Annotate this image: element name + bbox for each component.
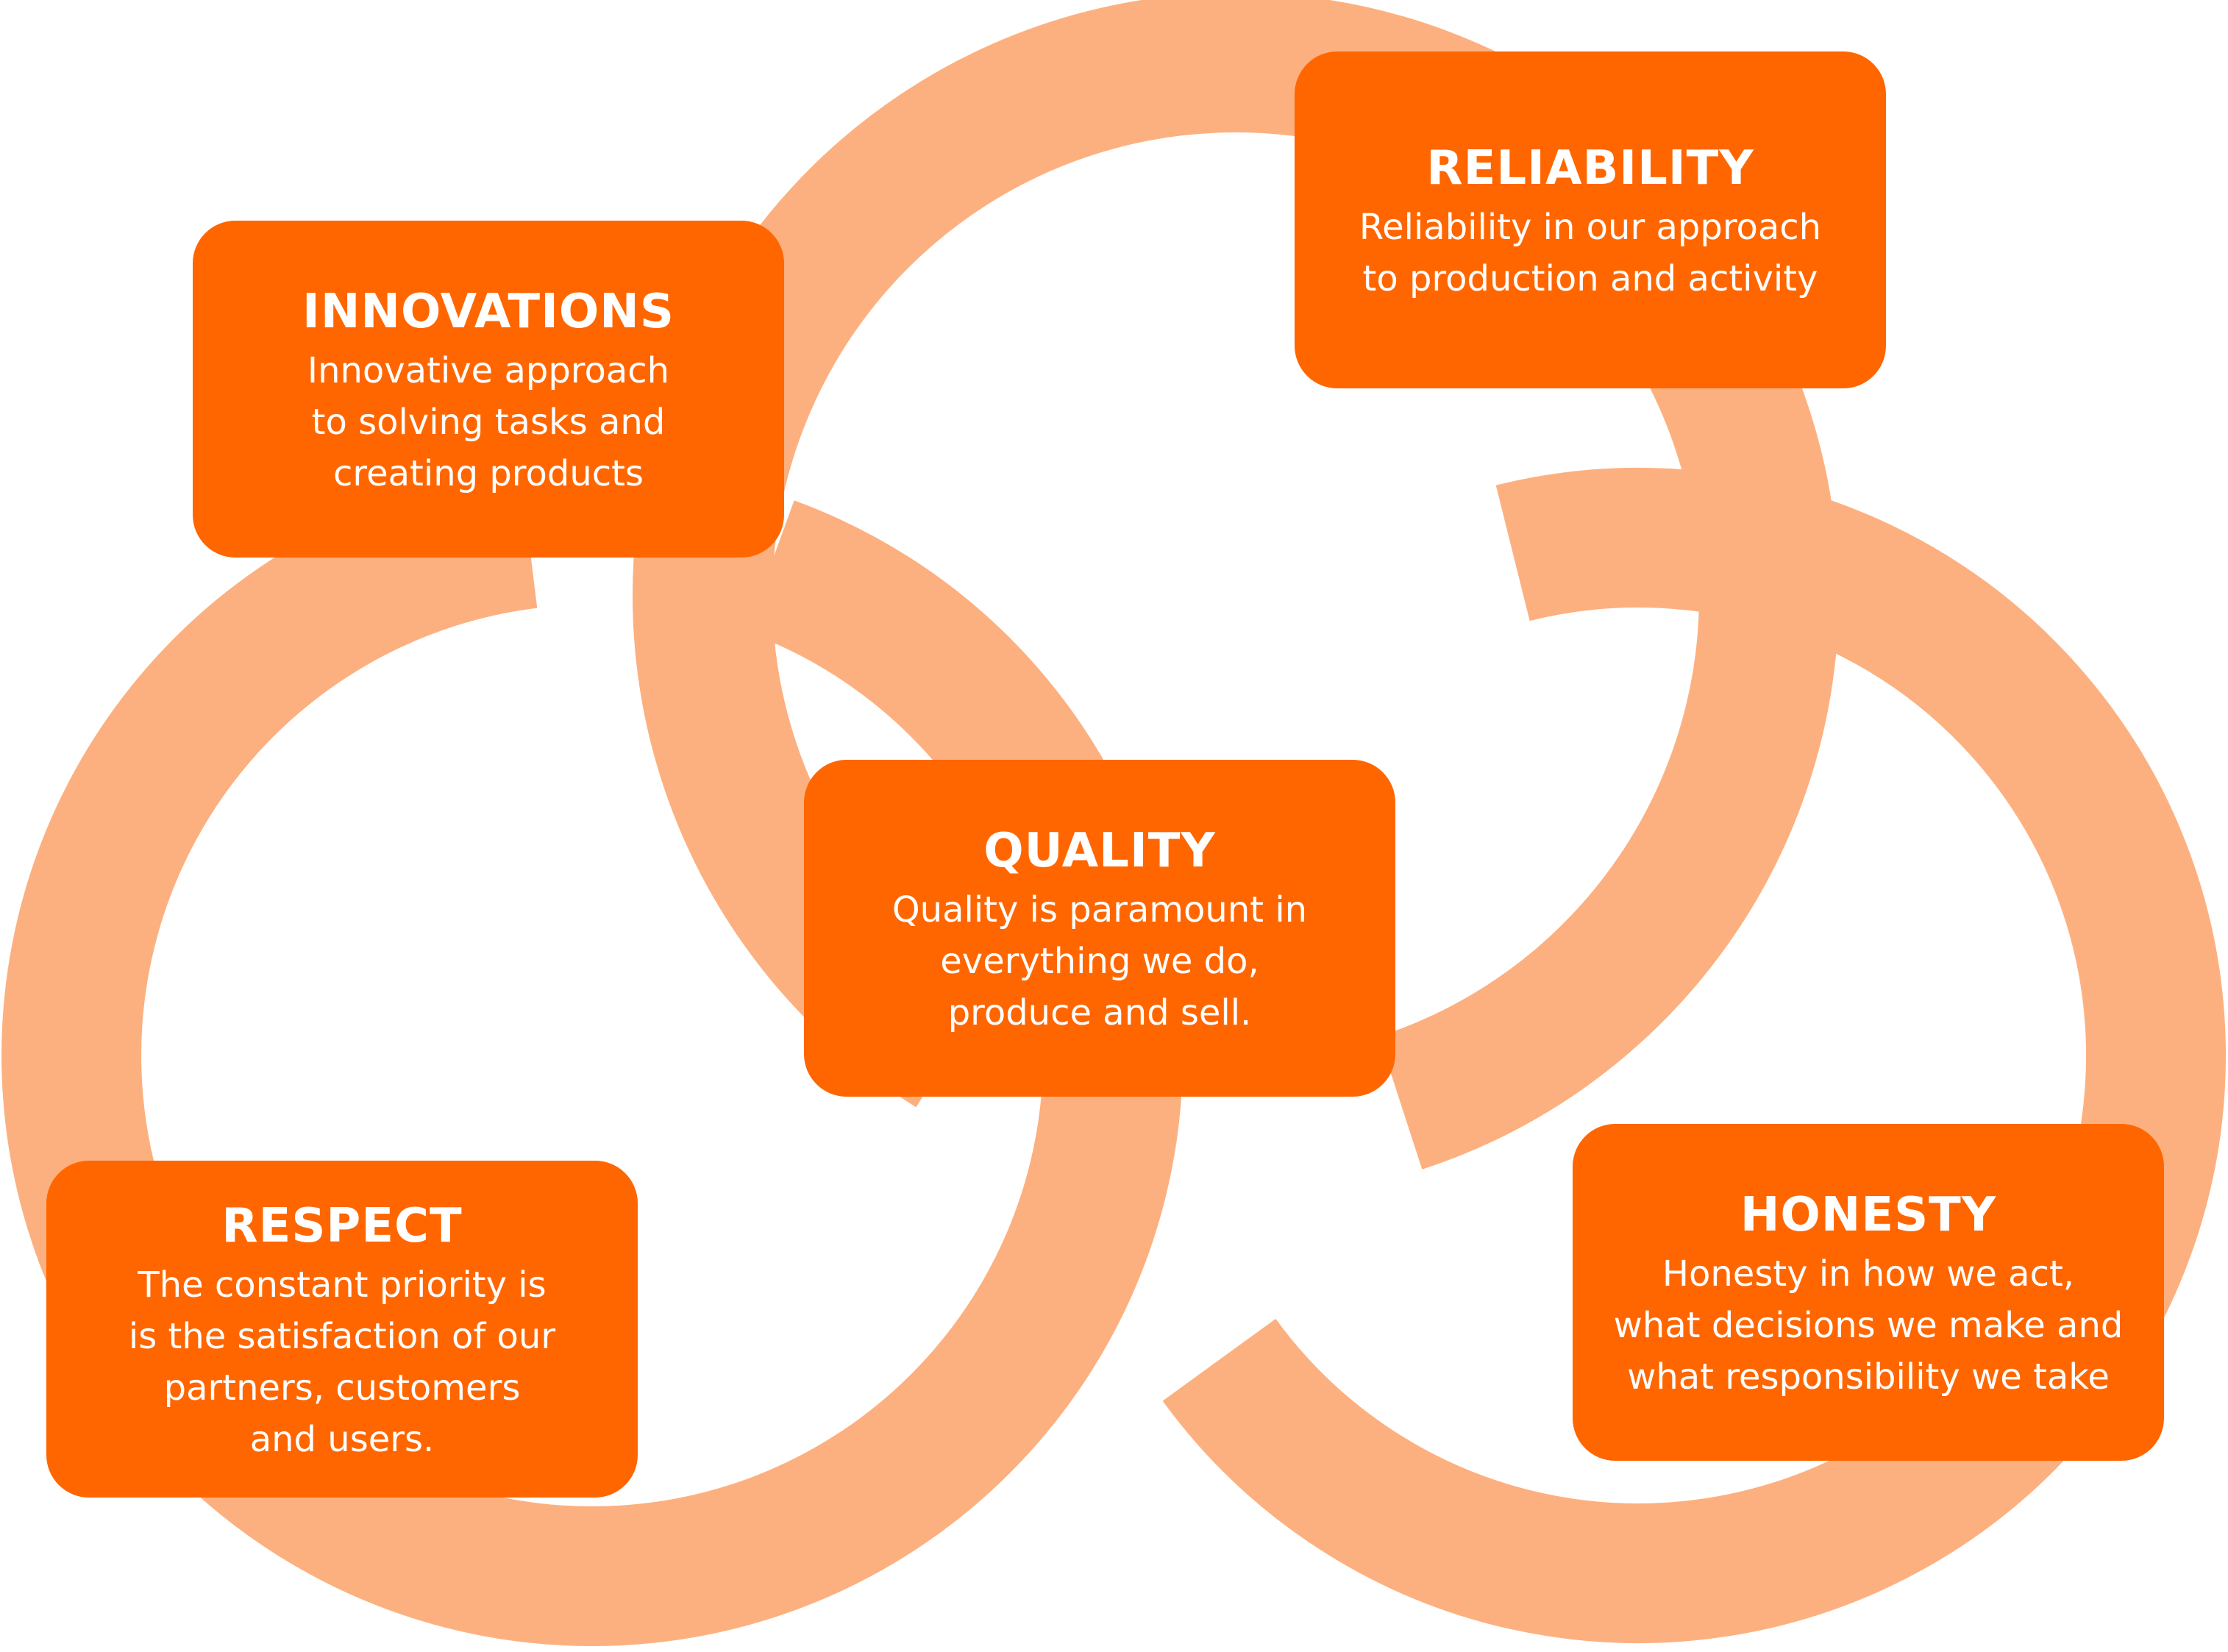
- reliability-card: RELIABILITY Reliability in our approach …: [1295, 51, 1886, 388]
- honesty-title: HONESTY: [1740, 1188, 1997, 1242]
- quality-line: produce and sell.: [947, 992, 1252, 1033]
- quality-title: QUALITY: [983, 824, 1216, 878]
- innovations-line: to solving tasks and: [311, 402, 666, 443]
- innovations-card: INNOVATIONS Innovative approach to solvi…: [193, 221, 784, 558]
- respect-line: The constant priority is: [138, 1264, 547, 1306]
- reliability-line: to production and activity: [1362, 258, 1818, 299]
- innovations-description: Innovative approach to solving tasks and…: [307, 345, 669, 499]
- respect-title: RESPECT: [221, 1199, 463, 1253]
- innovations-line: Innovative approach: [307, 350, 670, 391]
- quality-line: Quality is paramount in: [891, 889, 1308, 930]
- reliability-description: Reliability in our approach to productio…: [1359, 202, 1821, 305]
- quality-description: Quality is paramount in everything we do…: [892, 884, 1307, 1039]
- top-ring-arc: [633, 0, 1839, 1169]
- respect-line: is the satisfaction of our: [128, 1316, 556, 1357]
- honesty-description: Honesty in how we act, what decisions we…: [1614, 1248, 2124, 1403]
- quality-card: QUALITY Quality is paramount in everythi…: [804, 760, 1395, 1097]
- reliability-line: Reliability in our approach: [1359, 207, 1822, 248]
- respect-description: The constant priority is is the satisfac…: [129, 1259, 555, 1465]
- innovations-title: INNOVATIONS: [302, 285, 675, 339]
- respect-line: partners, customers: [163, 1367, 521, 1409]
- quality-line: everything we do,: [940, 941, 1259, 982]
- honesty-line: what decisions we make and: [1613, 1305, 2124, 1346]
- reliability-title: RELIABILITY: [1426, 141, 1754, 196]
- honesty-card: HONESTY Honesty in how we act, what deci…: [1573, 1124, 2164, 1461]
- respect-card: RESPECT The constant priority is is the …: [46, 1161, 638, 1498]
- honesty-line: what responsibility we take: [1627, 1356, 2110, 1398]
- respect-line: and users.: [249, 1419, 435, 1460]
- honesty-line: Honesty in how we act,: [1662, 1253, 2075, 1295]
- innovations-line: creating products: [333, 453, 644, 494]
